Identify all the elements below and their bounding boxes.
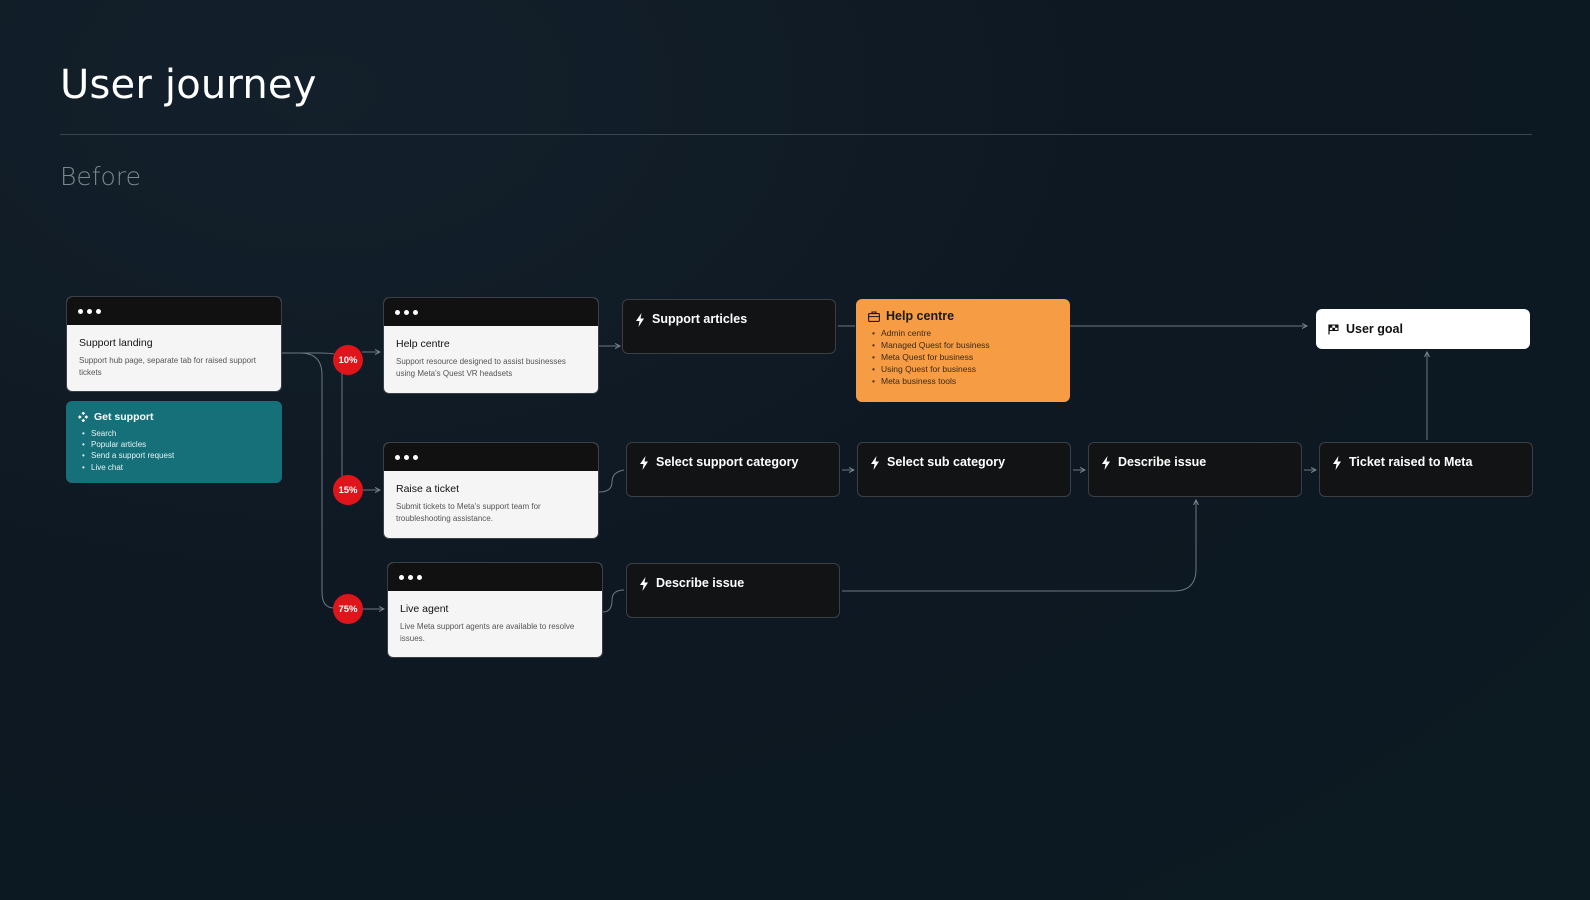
- list-item: Managed Quest for business: [872, 340, 1058, 352]
- window-dot-icon: [404, 454, 409, 460]
- screen-description: Submit tickets to Meta's support team fo…: [396, 502, 541, 523]
- screen-description: Live Meta support agents are available t…: [400, 622, 575, 643]
- bolt-icon: [640, 456, 648, 470]
- action-select-support-category: Select support category: [626, 442, 840, 497]
- get-support-list: Search Popular articles Send a support r…: [78, 428, 270, 473]
- section-title: Before: [60, 162, 141, 191]
- window-dot-icon: [395, 454, 400, 460]
- help-centre-card: Help centre Admin centre Managed Quest f…: [856, 299, 1070, 402]
- page-title: User journey: [60, 62, 317, 108]
- screen-description: Support resource designed to assist busi…: [396, 357, 566, 378]
- screen-title: Help centre: [396, 338, 450, 350]
- user-goal-card: User goal: [1316, 309, 1530, 349]
- window-dot-icon: [408, 574, 413, 580]
- screen-title: Raise a ticket: [396, 483, 460, 495]
- action-label: Select support category: [656, 455, 799, 469]
- connector-landing-help: [282, 352, 380, 359]
- action-select-sub-category: Select sub category: [857, 442, 1071, 497]
- list-item: Live chat: [82, 462, 270, 473]
- bolt-icon: [640, 577, 648, 591]
- screen-title: Support landing: [79, 337, 153, 349]
- action-support-articles: Support articles: [622, 299, 836, 354]
- window-bar: [384, 443, 598, 471]
- screen-title: Live agent: [400, 603, 449, 615]
- action-label: Select sub category: [887, 455, 1006, 469]
- connector-ticket-category: [598, 469, 625, 493]
- window-dot-icon: [78, 308, 83, 314]
- raise-ticket-screen: Raise a ticket Submit tickets to Meta's …: [383, 442, 599, 539]
- help-centre-list: Admin centre Managed Quest for business …: [868, 328, 1058, 387]
- list-item: Admin centre: [872, 328, 1058, 340]
- help-centre-screen: Help centre Support resource designed to…: [383, 297, 599, 394]
- get-support-title: Get support: [94, 411, 154, 423]
- screen-description: Support hub page, separate tab for raise…: [79, 356, 257, 377]
- flag-icon: [1328, 324, 1339, 334]
- support-landing-screen: Support landing Support hub page, separa…: [66, 296, 282, 392]
- action-describe-issue: Describe issue: [1088, 442, 1302, 497]
- window-dot-icon: [404, 309, 409, 315]
- percent-badge: 75%: [333, 594, 363, 624]
- percent-badge: 15%: [333, 475, 363, 505]
- bolt-icon: [636, 313, 644, 327]
- window-dot-icon: [417, 574, 422, 580]
- connector-describe-merge: [842, 500, 1196, 592]
- action-label: Describe issue: [656, 576, 745, 590]
- window-dot-icon: [413, 309, 418, 315]
- bolt-icon: [871, 456, 879, 470]
- live-agent-screen: Live agent Live Meta support agents are …: [387, 562, 603, 658]
- list-item: Using Quest for business: [872, 364, 1058, 376]
- action-label: Describe issue: [1118, 455, 1207, 469]
- window-dot-icon: [87, 308, 92, 314]
- window-dot-icon: [413, 454, 418, 460]
- action-label: Ticket raised to Meta: [1349, 455, 1473, 469]
- window-dot-icon: [96, 308, 101, 314]
- action-label: Support articles: [652, 312, 748, 326]
- bolt-icon: [1102, 456, 1110, 470]
- connector-trunk-live: [299, 352, 335, 609]
- percent-badge: 10%: [333, 345, 363, 375]
- window-bar: [388, 563, 602, 591]
- briefcase-icon: [868, 310, 880, 322]
- bolt-icon: [1333, 456, 1341, 470]
- window-bar: [67, 297, 281, 325]
- support-icon: [78, 412, 88, 422]
- list-item: Send a support request: [82, 450, 270, 461]
- window-dot-icon: [395, 309, 400, 315]
- action-describe-issue-live: Describe issue: [626, 563, 840, 618]
- get-support-card: Get support Search Popular articles Send…: [66, 401, 282, 483]
- help-centre-title: Help centre: [886, 309, 955, 323]
- window-bar: [384, 298, 598, 326]
- window-dot-icon: [399, 574, 404, 580]
- list-item: Meta Quest for business: [872, 352, 1058, 364]
- list-item: Search: [82, 428, 270, 439]
- list-item: Meta business tools: [872, 376, 1058, 388]
- connector-live-describe: [602, 589, 625, 613]
- user-goal-label: User goal: [1346, 322, 1403, 336]
- list-item: Popular articles: [82, 439, 270, 450]
- action-ticket-raised: Ticket raised to Meta: [1319, 442, 1533, 497]
- divider: [60, 134, 1532, 135]
